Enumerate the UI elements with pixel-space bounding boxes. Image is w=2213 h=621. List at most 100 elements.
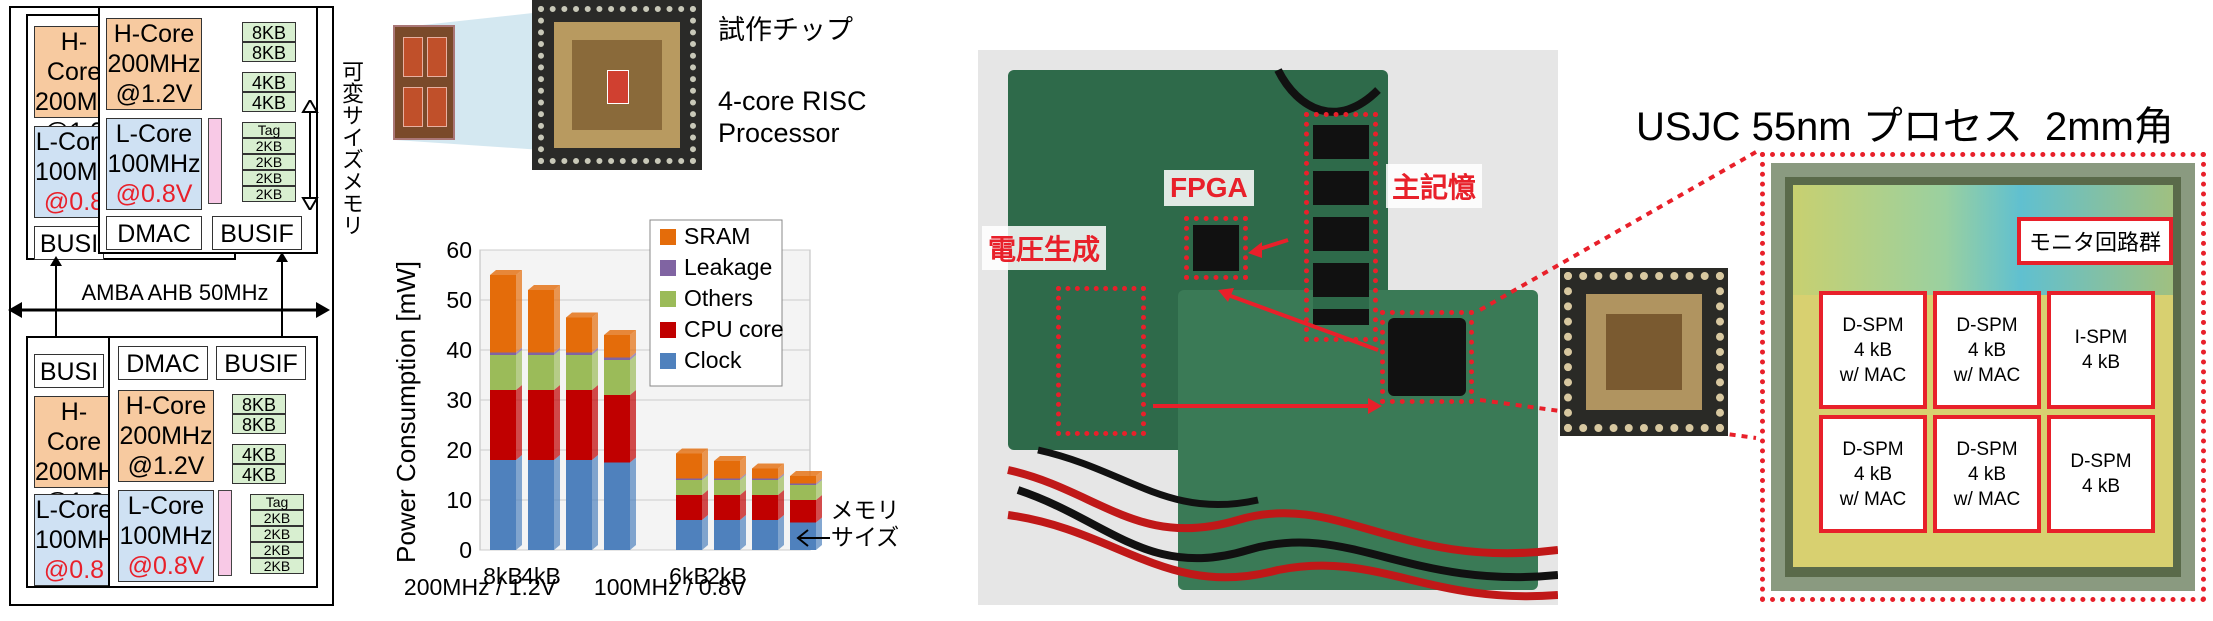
- bar-segment-sram: [528, 290, 554, 353]
- legend-label: Clock: [684, 347, 742, 373]
- chip-caption-title: 試作チップ: [718, 15, 853, 45]
- memory-highlight: [1304, 112, 1378, 342]
- bottom-mem-tag: Tag: [250, 494, 304, 510]
- legend-swatch: [660, 229, 676, 245]
- lcore-volt: @0.8V: [127, 552, 205, 580]
- bar-segment-leakage: [604, 357, 630, 360]
- bar-segment-cpu-core: [676, 495, 702, 520]
- package-die: [607, 70, 629, 104]
- lcore-freq: 100MHz: [119, 522, 213, 550]
- bar-side-face: [702, 475, 708, 495]
- die-block-i-spm: I-SPM 4 kB: [2047, 291, 2155, 409]
- bar-segment-sram: [752, 468, 778, 479]
- bottom-back-bus: BUSI: [34, 354, 104, 388]
- voltage-highlight: [1056, 286, 1146, 436]
- socket-highlight: [1380, 310, 1474, 404]
- bar-segment-leakage: [566, 352, 592, 355]
- bar-segment-leakage: [676, 478, 702, 480]
- block-name: D-SPM: [1842, 314, 1904, 336]
- package-closeup-photo: [1560, 268, 1728, 436]
- block-size: 4 kB: [1853, 463, 1893, 485]
- bar-side-face: [702, 448, 708, 479]
- bottom-busif: BUSIF: [216, 346, 306, 380]
- die-core: [427, 37, 447, 77]
- top-mem-tag: Tag: [242, 122, 296, 138]
- die-io-ring: [1771, 163, 2195, 591]
- block-name: I-SPM: [2074, 327, 2128, 348]
- bar-side-face: [816, 480, 822, 500]
- bar-side-face: [778, 515, 784, 550]
- bar-side-face: [516, 347, 522, 355]
- bar-side-face: [740, 515, 746, 550]
- bar-top-face: [566, 312, 598, 318]
- chart-ylabel: Power Consumption [mW]: [391, 261, 421, 563]
- die-core: [427, 87, 447, 127]
- bottom-mem-2kb-1: 2KB: [250, 510, 304, 526]
- die-core: [403, 87, 423, 127]
- bar-segment-clock: [490, 460, 516, 550]
- bar-side-face: [778, 473, 784, 480]
- board-arrows: [1153, 238, 1382, 414]
- bar-segment-sram: [676, 453, 702, 479]
- label: 200MHz: [35, 458, 129, 486]
- block-name: D-SPM: [1842, 438, 1904, 460]
- die-block-d-spm: D-SPM 4 kB w/ MAC: [1819, 415, 1927, 533]
- label: @0.8: [43, 188, 105, 216]
- bar-segment-cpu-core: [714, 495, 740, 520]
- bar-side-face: [816, 517, 822, 550]
- block-size: 4 kB: [1967, 463, 2007, 485]
- bar-segment-clock: [790, 522, 816, 550]
- bar-side-face: [740, 490, 746, 520]
- top-mem-2kb-2: 2KB: [242, 154, 296, 170]
- bar-side-face: [592, 385, 598, 460]
- bar-side-face: [516, 270, 522, 353]
- bar-side-face: [554, 350, 560, 390]
- x-tick-label: 4kB: [521, 563, 561, 589]
- block-size: 4 kB: [1967, 339, 2007, 361]
- bar-side-face: [592, 347, 598, 355]
- bottom-pink-bar: [218, 490, 232, 576]
- hcore-freq: 200MHz: [107, 50, 201, 78]
- bar-segment-others: [604, 360, 630, 395]
- block-note: w/ MAC: [1839, 488, 1907, 510]
- fpga-highlight: [1184, 216, 1248, 280]
- bar-top-face: [714, 456, 746, 461]
- y-tick-label: 0: [459, 537, 472, 563]
- memory-size-label-2: サイズ: [831, 524, 899, 550]
- bar-top-face: [676, 448, 708, 454]
- legend-label: Leakage: [684, 254, 772, 280]
- bar-side-face: [630, 457, 636, 550]
- lcore-volt: @0.8V: [115, 180, 193, 208]
- bar-segment-sram: [490, 275, 516, 353]
- bar-side-face: [740, 475, 746, 495]
- bar-segment-clock: [676, 520, 702, 550]
- memory-size-label-1: メモリ: [831, 497, 900, 523]
- chip-caption-line1: 4-core RISC: [718, 86, 867, 116]
- legend-swatch: [660, 353, 676, 369]
- block-size: 4 kB: [2081, 352, 2121, 373]
- bar-segment-clock: [604, 462, 630, 550]
- bar-side-face: [702, 473, 708, 480]
- y-tick-label: 10: [446, 487, 472, 513]
- bar-side-face: [778, 490, 784, 520]
- bar-side-face: [516, 350, 522, 390]
- bar-top-face: [604, 330, 636, 335]
- bar-side-face: [816, 471, 822, 484]
- top-hcore: H-Core 200MHz @1.2V: [106, 18, 202, 110]
- bar-segment-others: [676, 480, 702, 495]
- bar-side-face: [702, 490, 708, 520]
- top-pink-bar: [208, 118, 222, 204]
- label: H-Core: [46, 28, 102, 86]
- variable-memory-bracket: [301, 100, 319, 210]
- hcore-name: H-Core: [113, 20, 195, 48]
- bottom-mem-2kb-2: 2KB: [250, 526, 304, 542]
- top-mem-2kb-1: 2KB: [242, 138, 296, 154]
- bar-segment-others: [566, 355, 592, 390]
- bar-segment-leakage: [790, 483, 816, 485]
- chart-bars: [490, 270, 822, 550]
- legend-swatch: [660, 322, 676, 338]
